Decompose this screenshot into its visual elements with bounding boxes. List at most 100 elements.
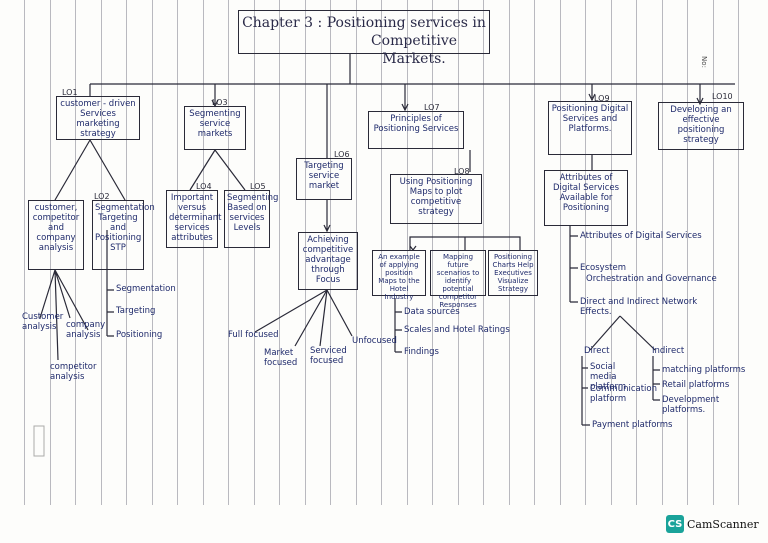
lo5-box: Segmenting Based on services Levels [224,190,278,248]
ruled-line [305,0,306,505]
example-text: An example of applying position Maps to … [378,253,420,301]
ruled-line [432,0,433,505]
ruled-line [152,0,153,505]
camscanner-watermark: CS CamScanner [666,515,759,533]
lo5-tag: LO5 [250,182,266,191]
lo8-text: Using Positioning Maps to plot competiti… [399,177,473,217]
lo4-text: Important versus determinant services at… [169,193,222,243]
targeting-label: Targeting [116,306,156,316]
full-focused-label: Full focused [228,330,279,340]
positioning-label: Positioning [116,330,163,340]
payment-label: Payment platforms [592,420,673,430]
charts-box: Positioning Charts Help Executives Visua… [488,250,538,296]
ruled-line [126,0,127,505]
lo9-tag: LO9 [594,94,610,103]
ruled-line [177,0,178,505]
social-media-label: Social media platform [590,362,627,392]
lo6-text: Targeting service market [304,161,344,191]
ruled-line [662,0,663,505]
lo7-text: Principles of Positioning Services [373,114,459,134]
data-sources-label: Data sources [404,307,460,317]
lo10-text: Developing an effective positioning stra… [670,105,732,145]
chapter-title-line1: Chapter 3 : Positioning services in [242,15,486,31]
lo9-text: Positioning Digital Services and Platfor… [551,104,629,134]
ruled-line [50,0,51,505]
lo1-text: customer - driven Services marketing str… [60,99,136,139]
focus-text: Achieving competitive advantage through … [302,235,354,285]
development-label: Development platforms. [662,395,720,415]
ecosystem-label: Ecosystem [580,263,626,273]
ruled-line [279,0,280,505]
ruled-line [713,0,714,505]
corner-note: No: [699,56,708,68]
lo4-box: Important versus determinant services at… [166,190,222,248]
ruled-line [458,0,459,505]
segmentation-label: Segmentation [116,284,176,294]
ruled-line [407,0,408,505]
ruled-line [687,0,688,505]
ruled-line [203,0,204,505]
mapping-box: Mapping future scenarios to identify pot… [430,250,486,309]
ruled-line [738,0,739,505]
charts-text: Positioning Charts Help Executives Visua… [492,253,534,293]
ruled-line [228,0,229,505]
communication-label: Communication platform [590,384,657,404]
lo1-tag: LO1 [62,88,78,97]
findings-label: Findings [404,347,439,357]
ruled-line [24,0,25,505]
ruled-line [483,0,484,505]
lo1-box: customer - driven Services marketing str… [56,96,140,140]
ruled-line [356,0,357,505]
lo5-text: Segmenting Based on services Levels [227,193,279,233]
ruled-line [381,0,382,505]
chapter-title: Chapter 3 : Positioning services in Comp… [238,10,490,67]
lo10-box: Developing an effective positioning stra… [658,102,744,150]
indirect-label: Indirect [652,346,685,356]
lo6-box: Targeting service market [296,158,352,200]
ruled-line [330,0,331,505]
ruled-line [254,0,255,505]
analysis-box: customer, competitor and company analysi… [28,200,84,270]
lo6-tag: LO6 [334,150,350,159]
corner-sketch [33,425,45,457]
example-box: An example of applying position Maps to … [372,250,426,301]
network-effects-label: Direct and Indirect Network Effects. [580,297,698,317]
lo10-tag: LO10 [712,92,733,101]
orchestration-label: Orchestration and Governance [586,274,717,284]
matching-label: matching platforms [662,365,746,375]
retail-label: Retail platforms [662,380,730,390]
lo2-box: Segmentation Targeting and Positioning S… [92,200,155,270]
lo9-box: Positioning Digital Services and Platfor… [548,101,632,155]
competitor-analysis-label: competitor analysis [50,362,97,382]
lo3-text: Segmenting service markets [189,109,241,139]
analysis-text: customer, competitor and company analysi… [32,203,80,253]
attributes-digital-label: Attributes of Digital Services [580,231,702,241]
ruled-line [509,0,510,505]
ruled-line [560,0,561,505]
camscanner-name: CamScanner [687,517,759,531]
lo8-box: Using Positioning Maps to plot competiti… [390,174,482,224]
ruled-line [636,0,637,505]
service-focused-label: Serviced focused [310,346,347,366]
lo2-text: Segmentation Targeting and Positioning S… [95,203,155,253]
lo4-tag: LO4 [196,182,212,191]
lo7-tag: LO7 [424,103,440,112]
scales-label: Scales and Hotel Ratings [404,325,510,335]
attributes-text: Attributes of Digital Services Available… [552,173,620,213]
company-analysis-label: company analysis [66,320,106,340]
ruled-line [534,0,535,505]
camscanner-logo: CS [666,515,684,533]
market-focused-label: Market focused [264,348,298,368]
ruled-line [585,0,586,505]
focus-box: Achieving competitive advantage through … [298,232,358,290]
lo2-tag: LO2 [94,192,110,201]
chapter-title-line2: Competitive Markets. [370,33,458,67]
ruled-line [101,0,102,505]
direct-label: Direct [584,346,610,356]
ruled-line [75,0,76,505]
mapping-text: Mapping future scenarios to identify pot… [436,253,480,309]
attributes-box: Attributes of Digital Services Available… [544,170,628,226]
lo3-box: Segmenting service markets [184,106,246,150]
ruled-line [611,0,612,505]
